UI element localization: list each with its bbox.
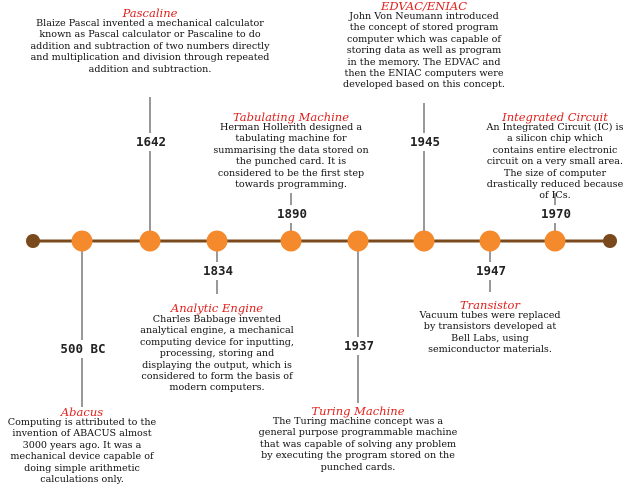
year-label-turing-machine: 1937 <box>318 337 400 355</box>
event-title-integrated-circuit: Integrated Circuit <box>502 110 608 124</box>
event-description-integrated-circuit: An Integrated Circuit (IC) is a silicon … <box>486 122 624 202</box>
event-title-edvac-eniac: EDVAC/ENIAC <box>380 0 468 13</box>
year-label-abacus: 500 BC <box>42 340 124 358</box>
event-description-edvac-eniac: John Von Neumann introduced the concept … <box>343 11 505 91</box>
timeline-start-cap <box>26 234 40 248</box>
year-label-tabulating-machine: 1890 <box>251 205 333 223</box>
year-label-analytic-engine: 1834 <box>177 262 259 280</box>
timeline-node-tabulating-machine <box>280 230 302 252</box>
timeline-node-turing-machine <box>347 230 369 252</box>
event-description-analytic-engine: Charles Babbage invented analytical engi… <box>140 314 294 394</box>
event-title-analytic-engine: Analytic Engine <box>170 301 264 315</box>
timeline-node-edvac-eniac <box>413 230 435 252</box>
timeline-node-transistor <box>479 230 501 252</box>
event-title-abacus: Abacus <box>60 405 104 419</box>
timeline-end-cap <box>603 234 617 248</box>
timeline-node-abacus <box>71 230 93 252</box>
timeline-node-integrated-circuit <box>544 230 566 252</box>
year-label-pascaline: 1642 <box>110 133 192 151</box>
event-title-pascaline: Pascaline <box>122 6 178 20</box>
year-label-transistor: 1947 <box>450 262 532 280</box>
year-label-edvac-eniac: 1945 <box>384 133 466 151</box>
event-description-pascaline: Blaize Pascal invented a mechanical calc… <box>30 18 270 75</box>
year-label-integrated-circuit: 1970 <box>515 205 597 223</box>
event-description-tabulating-machine: Herman Hollerith designed a tabulating m… <box>213 122 369 191</box>
timeline-node-pascaline <box>139 230 161 252</box>
event-description-turing-machine: The Turing machine concept was a general… <box>258 416 458 473</box>
event-description-abacus: Computing is attributed to the invention… <box>7 417 157 486</box>
timeline-node-analytic-engine <box>206 230 228 252</box>
event-description-transistor: Vacuum tubes were replaced by transistor… <box>419 310 561 356</box>
event-title-turing-machine: Turing Machine <box>311 404 405 418</box>
event-title-transistor: Transistor <box>460 298 520 312</box>
event-title-tabulating-machine: Tabulating Machine <box>232 110 350 124</box>
